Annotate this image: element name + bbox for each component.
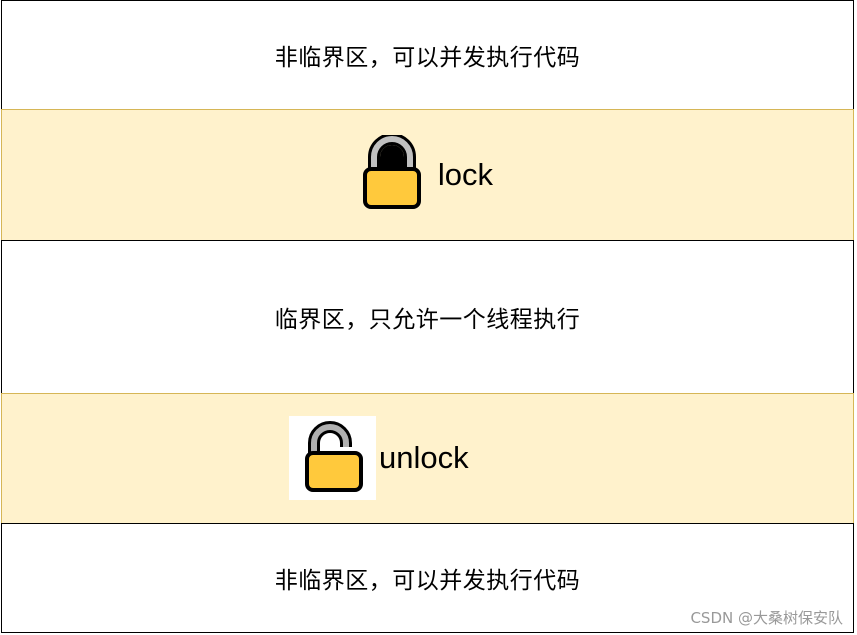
unlocked-padlock-icon (302, 419, 364, 497)
non-critical-section-top: 非临界区，可以并发执行代码 (1, 0, 854, 110)
non-critical-section-bottom: 非临界区，可以并发执行代码 (1, 523, 854, 633)
unlock-label: unlock (379, 440, 469, 475)
lock-section: lock (1, 109, 854, 241)
section-label: 临界区，只允许一个线程执行 (274, 307, 581, 333)
critical-section: 临界区，只允许一个线程执行 (1, 240, 854, 394)
watermark: CSDN @大桑树保安队 (690, 609, 843, 627)
section-label: 非临界区，可以并发执行代码 (274, 45, 581, 71)
unlock-section: unlock (1, 393, 854, 524)
lock-label: lock (437, 157, 494, 192)
section-label: 非临界区，可以并发执行代码 (274, 568, 581, 594)
locked-padlock-icon (362, 133, 422, 215)
